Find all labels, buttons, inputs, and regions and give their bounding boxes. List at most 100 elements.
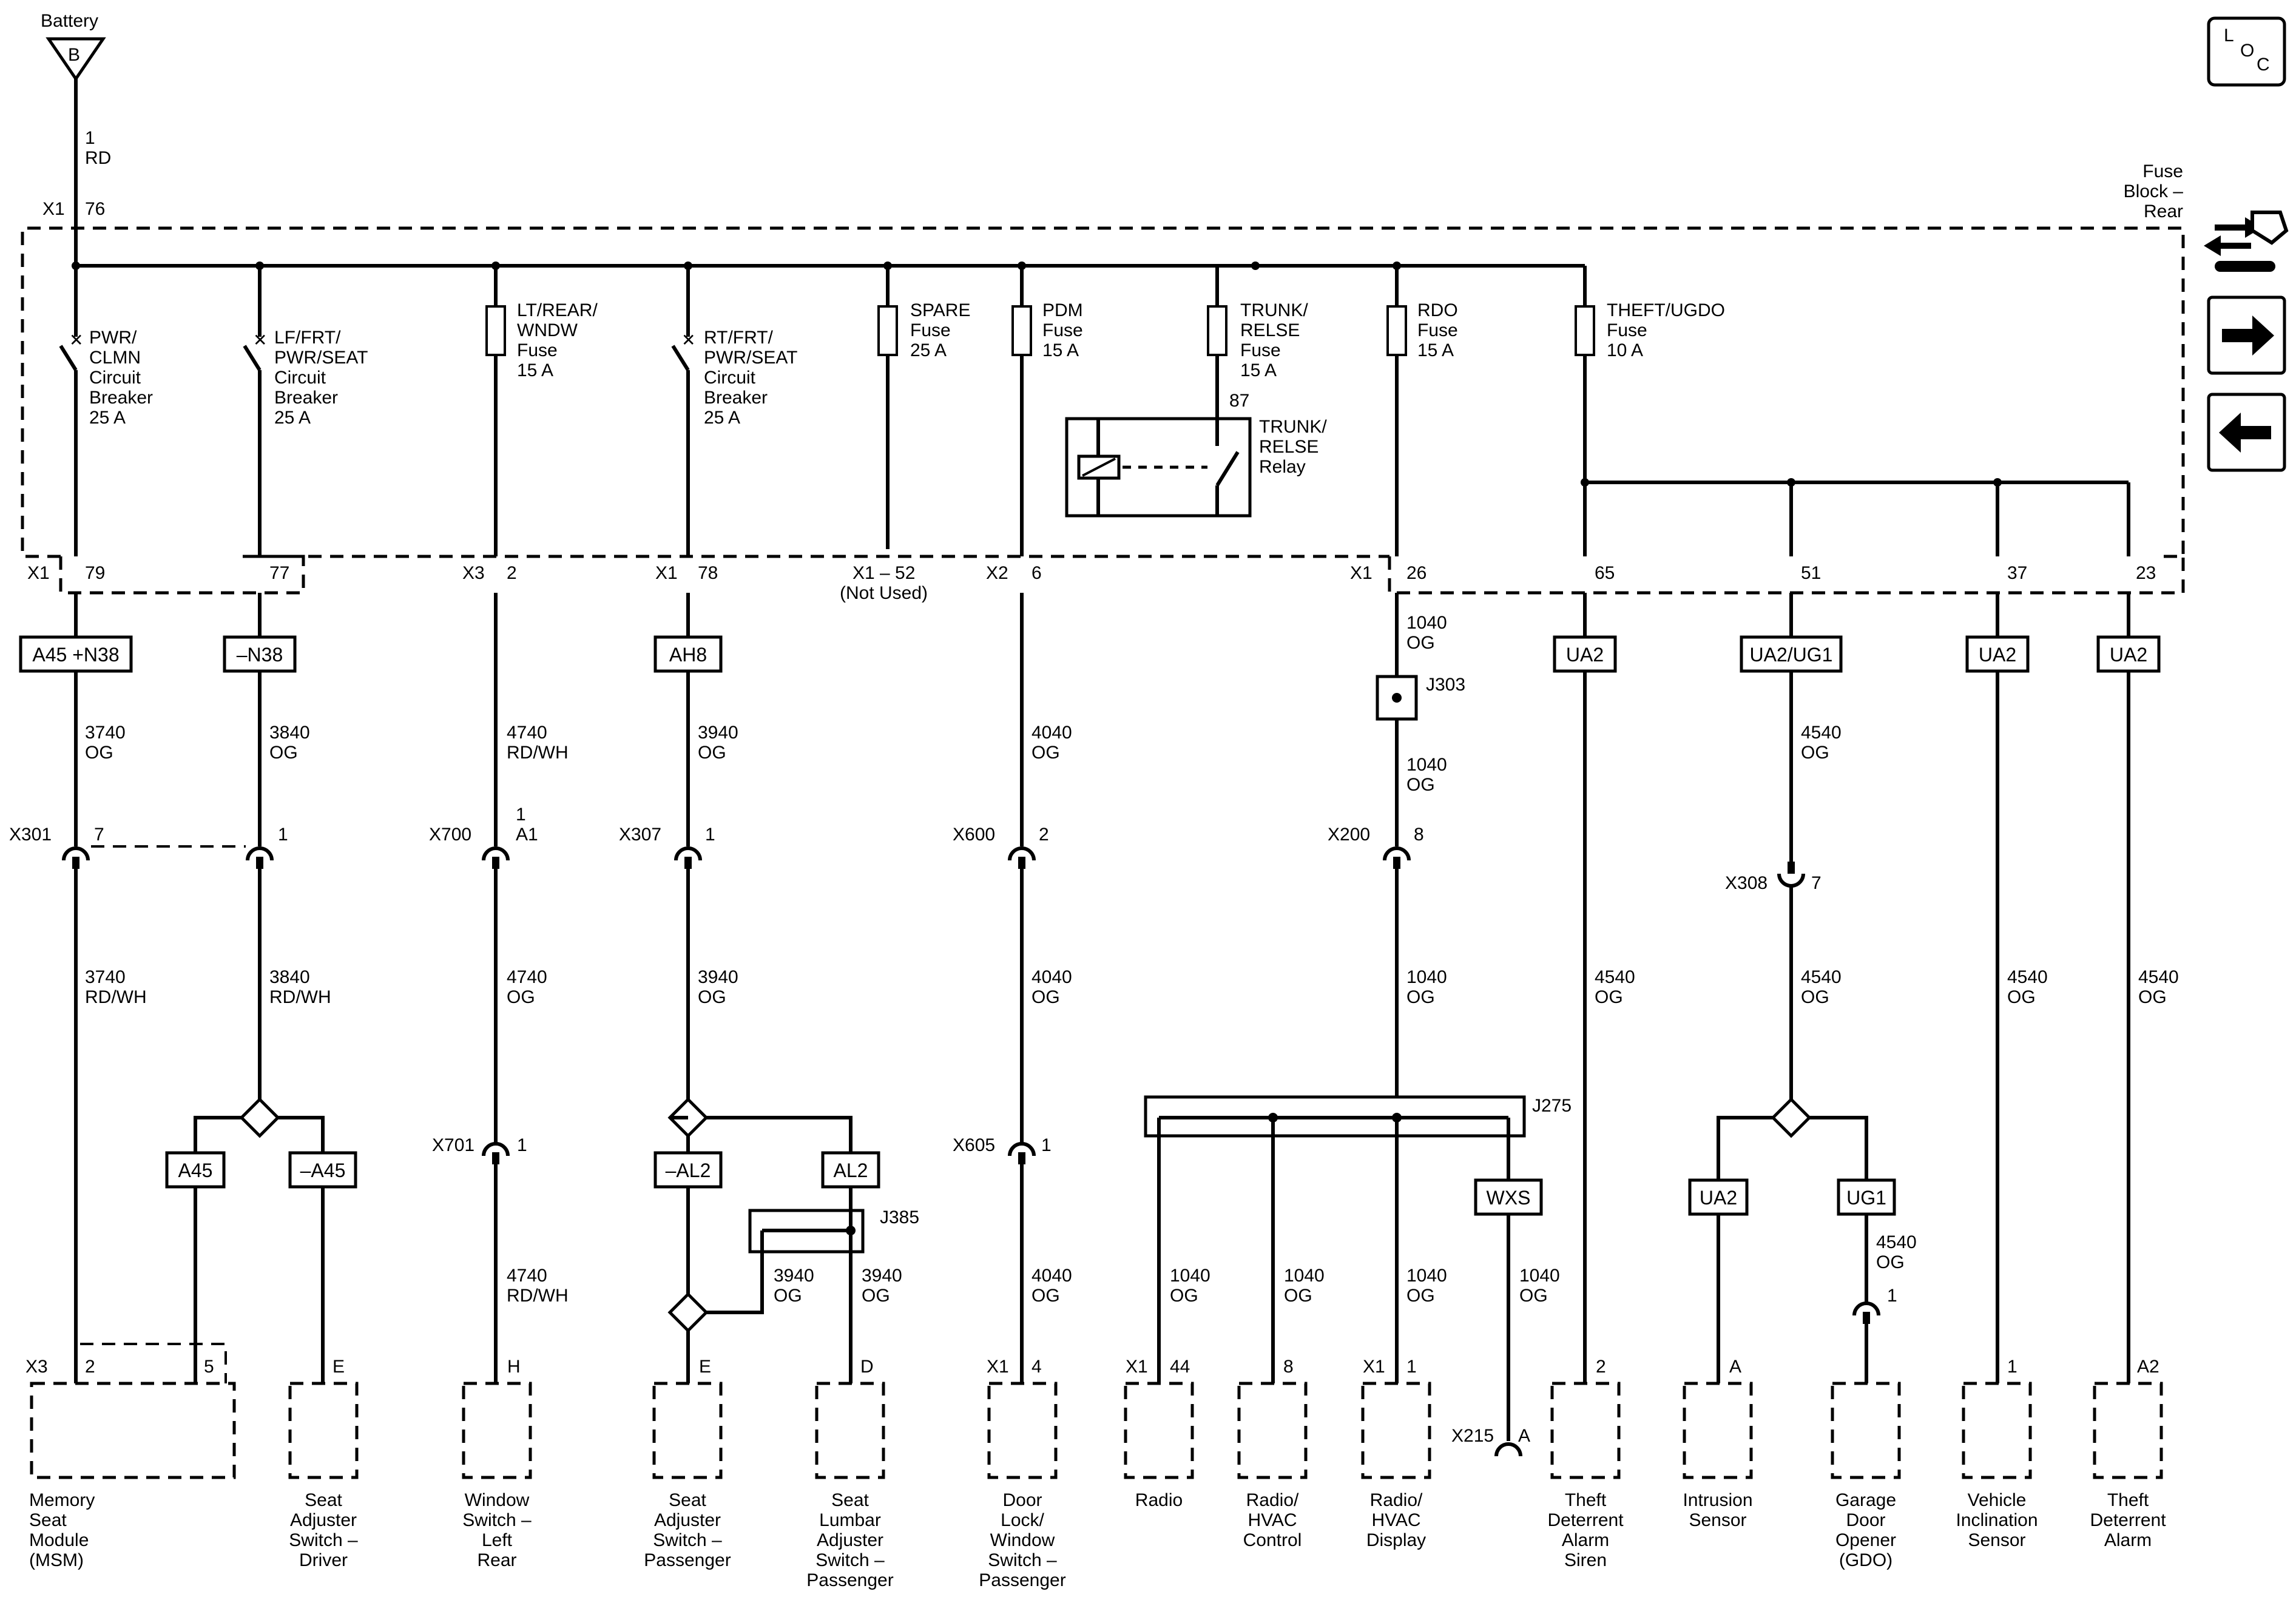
splice-j303: J303 [1426,675,1465,695]
svg-text:PWR/SEAT: PWR/SEAT [274,348,368,368]
svg-text:Deterrent: Deterrent [1547,1510,1624,1530]
wiring-tools-icon[interactable] [2204,200,2289,279]
svg-text:LT/REAR/: LT/REAR/ [517,300,598,320]
svg-text:Radio/: Radio/ [1246,1490,1299,1510]
svg-text:7: 7 [94,825,104,845]
arrow-left-icon[interactable] [2207,393,2286,472]
svg-text:A45 +N38: A45 +N38 [32,644,119,666]
svg-text:Control: Control [1243,1530,1302,1550]
svg-text:A45: A45 [178,1160,213,1181]
fuse-block-label-1: Fuse [2142,161,2183,181]
intrusion-sensor: Intrusion Sensor [1683,1490,1752,1530]
svg-text:OG: OG [1595,987,1623,1007]
svg-text:RELSE: RELSE [1259,437,1319,457]
loc-icon[interactable]: L O C [2207,16,2286,87]
svg-text:Fuse: Fuse [1042,320,1083,340]
svg-text:3840: 3840 [269,967,310,987]
svg-text:OG: OG [1876,1252,1905,1272]
component-labels: Memory Seat Module (MSM) Seat Adjuster S… [29,1490,2166,1590]
svg-text:26: 26 [1406,563,1427,583]
trunk-relse-relay: TRUNK/ RELSE Relay [1065,417,1327,518]
svg-text:Inclination: Inclination [1956,1510,2038,1530]
svg-text:E: E [699,1357,711,1377]
svg-text:2: 2 [85,1357,95,1377]
svg-text:RT/FRT/: RT/FRT/ [704,328,774,348]
svg-text:OG: OG [1801,743,1829,763]
battery-symbol-letter: B [68,45,80,65]
svg-text:OG: OG [1801,987,1829,1007]
svg-text:8: 8 [1414,825,1424,845]
svg-text:OG: OG [1032,1286,1060,1306]
arrow-right-icon[interactable] [2207,295,2286,375]
svg-text:Door: Door [1002,1490,1042,1510]
svg-text:UA2: UA2 [2110,644,2147,666]
svg-text:Sensor: Sensor [1968,1530,2025,1550]
svg-text:X600: X600 [953,825,995,845]
svg-text:✕: ✕ [253,331,267,349]
svg-text:X1: X1 [27,563,50,583]
fuse-pdm: PDM Fuse 15 A [1011,266,1083,556]
svg-text:Radio/: Radio/ [1370,1490,1423,1510]
svg-text:UA2: UA2 [1700,1187,1737,1209]
svg-text:1: 1 [516,805,526,825]
svg-text:Circuit: Circuit [704,368,756,388]
svg-text:2: 2 [1596,1357,1606,1377]
svg-text:Seat: Seat [29,1510,67,1530]
seat-adjuster-switch-driver: Seat Adjuster Switch – Driver [289,1490,358,1570]
svg-text:UA2/UG1: UA2/UG1 [1750,644,1833,666]
svg-text:PDM: PDM [1042,300,1083,320]
svg-text:2: 2 [1039,825,1049,845]
svg-text:RD/WH: RD/WH [507,743,569,763]
svg-text:Theft: Theft [2107,1490,2149,1510]
radio-hvac-control: Radio/ HVAC Control [1243,1490,1302,1550]
svg-text:25 A: 25 A [704,408,740,428]
svg-text:Memory: Memory [29,1490,95,1510]
svg-text:AH8: AH8 [669,644,707,666]
svg-text:✕: ✕ [69,331,83,349]
svg-text:Breaker: Breaker [274,388,338,408]
svg-text:1: 1 [278,825,288,845]
svg-text:✕: ✕ [681,331,695,349]
svg-text:1: 1 [705,825,715,845]
fuse-rdo: RDO Fuse 15 A [1386,266,1458,556]
splice-j385: J385 [880,1207,919,1227]
svg-text:X200: X200 [1328,825,1370,845]
svg-text:OG: OG [774,1286,802,1306]
svg-text:Door: Door [1846,1510,1885,1530]
svg-text:X1 – 52: X1 – 52 [853,563,915,583]
svg-text:OG: OG [1032,987,1060,1007]
svg-text:1040: 1040 [1406,613,1447,633]
svg-text:Siren: Siren [1564,1550,1607,1570]
svg-text:Left: Left [482,1530,513,1550]
svg-text:Fuse: Fuse [517,340,558,360]
svg-text:Switch –: Switch – [815,1550,885,1570]
option-splits: A45 –A45 –AL2 AL2 J385 UA2 UG1 [165,1097,1896,1383]
svg-text:77: 77 [269,563,289,583]
battery-wire-circuit: 1 [85,128,95,148]
svg-text:10 A: 10 A [1607,340,1643,360]
radio: Radio [1135,1490,1183,1510]
component-pins: X3 2 5 E H E D X1 4 X1 44 8 X1 1 X215 A … [25,1357,2159,1446]
svg-text:Alarm: Alarm [2104,1530,2152,1550]
svg-text:X605: X605 [953,1135,995,1155]
svg-text:X1: X1 [655,563,678,583]
svg-text:78: 78 [698,563,718,583]
svg-text:X701: X701 [432,1135,474,1155]
svg-text:Seat: Seat [669,1490,706,1510]
svg-text:Sensor: Sensor [1689,1510,1746,1530]
svg-text:X308: X308 [1725,873,1768,893]
door-lock-window-switch-passenger: Door Lock/ Window Switch – Passenger [979,1490,1065,1590]
svg-text:Module: Module [29,1530,89,1550]
svg-text:Display: Display [1366,1530,1426,1550]
svg-text:RELSE: RELSE [1240,320,1300,340]
svg-text:X1: X1 [1126,1357,1148,1377]
svg-text:44: 44 [1170,1357,1190,1377]
svg-text:51: 51 [1801,563,1821,583]
fuse-block-rear: Fuse Block – Rear X1 76 [21,161,2185,595]
svg-text:Window: Window [465,1490,530,1510]
svg-text:1: 1 [1406,1357,1417,1377]
svg-text:3740: 3740 [85,967,126,987]
fuse-block-pins: X1 79 77 X3 2 X1 78 X1 – 52 (Not Used) X… [27,563,2156,603]
fuse-block-top-pin: 76 [85,199,105,219]
svg-text:OG: OG [85,743,113,763]
